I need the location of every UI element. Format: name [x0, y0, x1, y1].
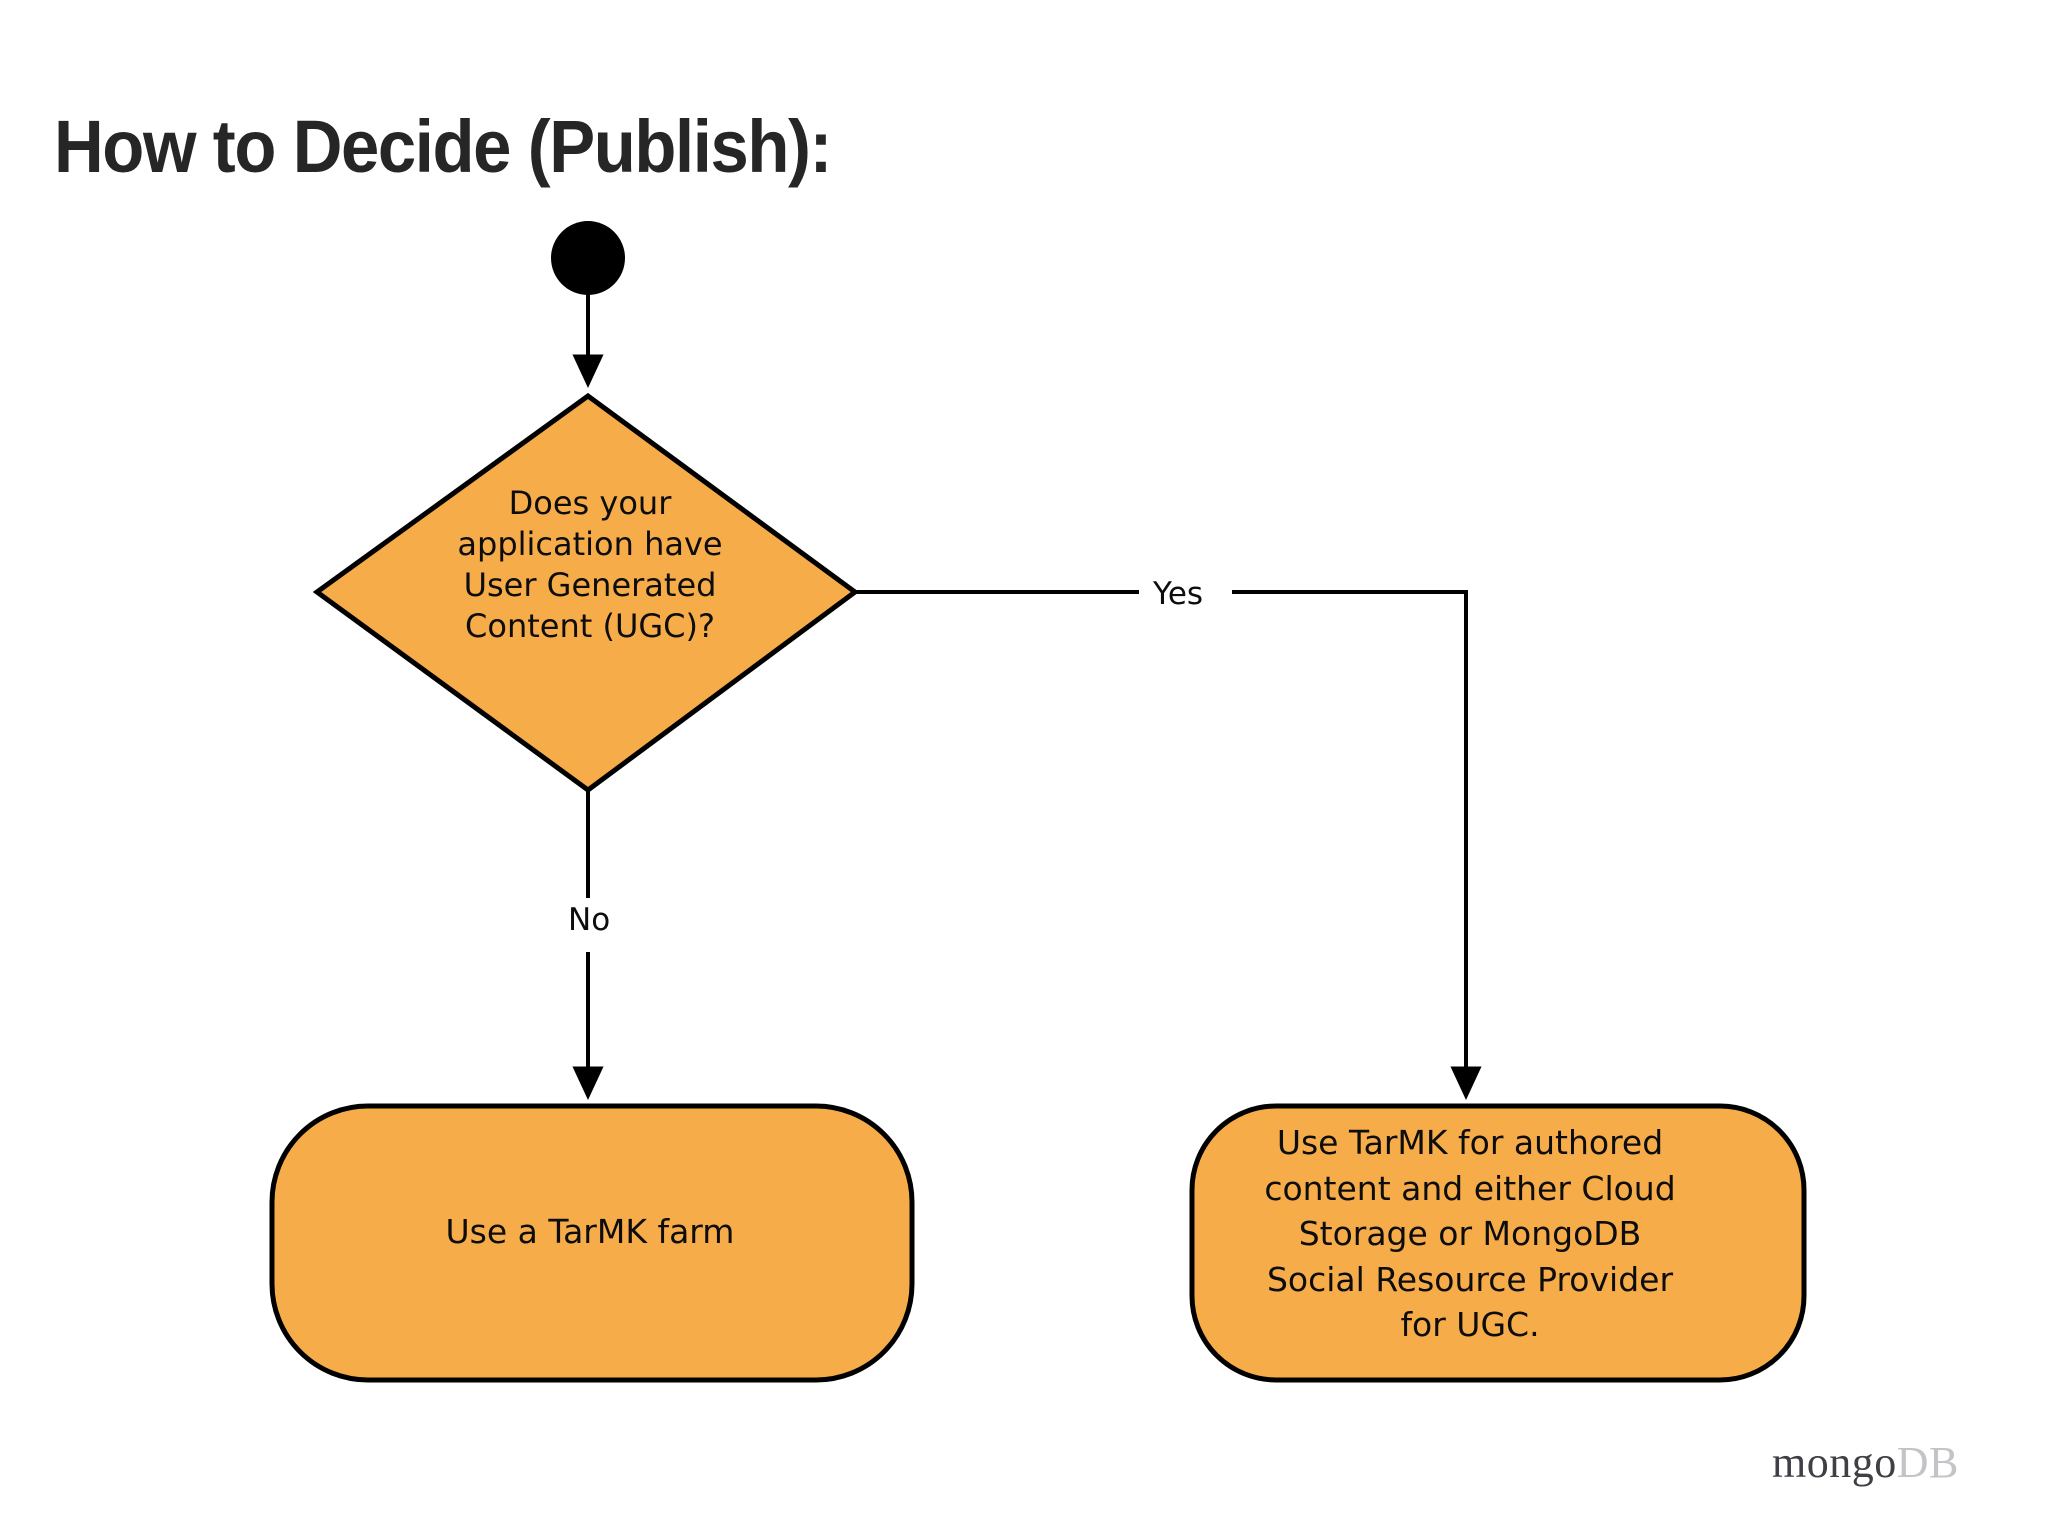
page-title: How to Decide (Publish): [54, 105, 832, 188]
start-node[interactable] [551, 221, 625, 295]
outcome-node-tarmk-farm[interactable] [269, 1103, 915, 1383]
decision-node-ugc[interactable] [312, 392, 860, 794]
outcome-node-tarmk-mongodb[interactable] [1189, 1103, 1807, 1383]
mongodb-logo: mongoDB [1772, 1437, 1959, 1488]
edge-label-no: No [556, 900, 623, 940]
edge-label-yes: Yes [1141, 574, 1216, 614]
mongodb-logo-primary: mongo [1772, 1438, 1897, 1487]
mongodb-logo-secondary: DB [1896, 1438, 1959, 1487]
